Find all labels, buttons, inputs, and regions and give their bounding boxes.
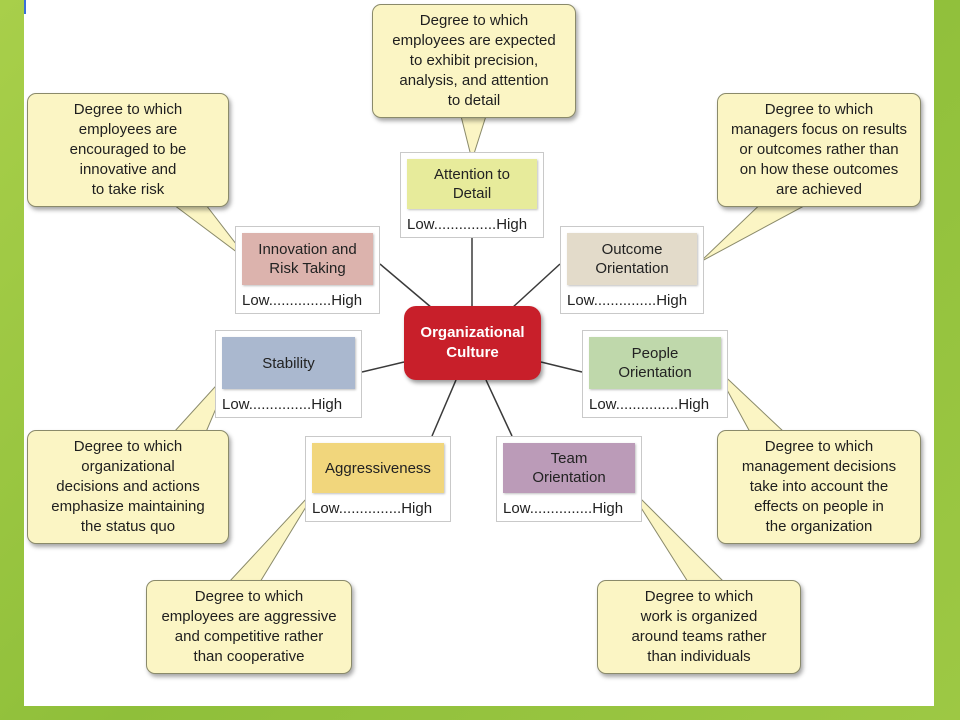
callout-outcome: Degree to which managers focus on result… xyxy=(717,93,921,207)
node-aggressiveness: Aggressiveness Low...............High xyxy=(305,436,451,522)
callout-stability: Degree to which organizational decisions… xyxy=(27,430,229,544)
node-people: People Orientation Low...............Hig… xyxy=(582,330,728,418)
callout-team: Degree to which work is organized around… xyxy=(597,580,801,674)
node-innovation: Innovation and Risk Taking Low..........… xyxy=(235,226,380,314)
center-node: Organizational Culture xyxy=(404,306,541,380)
node-label: Innovation and Risk Taking xyxy=(242,233,373,285)
scale-label: Low...............High xyxy=(312,500,433,517)
scale-label: Low...............High xyxy=(503,500,624,517)
spoke-aggressiveness xyxy=(431,379,457,437)
callout-attention: Degree to which employees are expected t… xyxy=(372,4,576,118)
node-label: Aggressiveness xyxy=(312,443,444,493)
node-outcome: Outcome Orientation Low...............Hi… xyxy=(560,226,704,314)
diagram-canvas: Degree to which employees are expected t… xyxy=(24,0,934,706)
spoke-people xyxy=(540,361,583,373)
scale-label: Low...............High xyxy=(242,292,363,309)
scale-label: Low...............High xyxy=(407,216,528,233)
spoke-innovation xyxy=(379,263,433,309)
callout-aggressiveness: Degree to which employees are aggressive… xyxy=(146,580,352,674)
node-stability: Stability Low...............High xyxy=(215,330,362,418)
scale-label: Low...............High xyxy=(567,292,688,309)
node-team: Team Orientation Low...............High xyxy=(496,436,642,522)
node-label: Team Orientation xyxy=(503,443,635,493)
callout-innovation: Degree to which employees are encouraged… xyxy=(27,93,229,207)
node-label: People Orientation xyxy=(589,337,721,389)
node-attention: Attention to Detail Low...............Hi… xyxy=(400,152,544,238)
callout-people: Degree to which management decisions tak… xyxy=(717,430,921,544)
scale-label: Low...............High xyxy=(222,396,343,413)
spoke-stability xyxy=(361,361,405,373)
node-label: Outcome Orientation xyxy=(567,233,697,285)
spoke-team xyxy=(485,379,513,437)
node-label: Attention to Detail xyxy=(407,159,537,209)
node-label: Stability xyxy=(222,337,355,389)
scale-label: Low...............High xyxy=(589,396,710,413)
spoke-outcome xyxy=(511,263,561,309)
